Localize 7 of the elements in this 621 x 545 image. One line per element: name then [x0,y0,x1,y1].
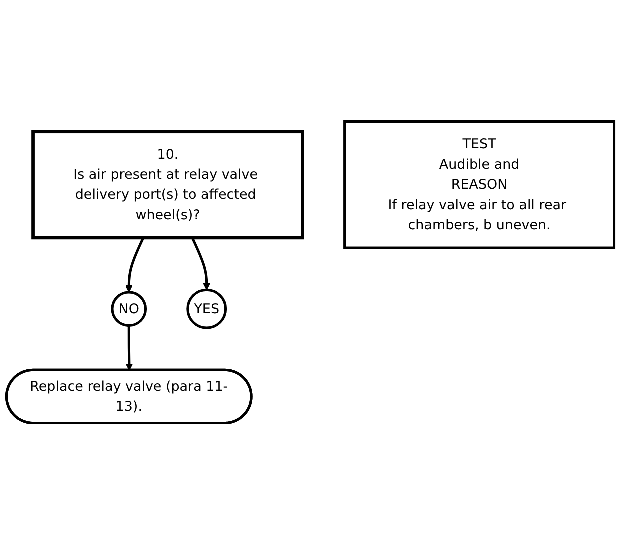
node-box: 10. Is air present at relay valve delivery port(s) to affected wheel(s)? [32,130,304,240]
arrow [125,237,145,293]
arrow [191,237,211,290]
node-box: TEST Audible and REASON If relay valve air to all rear chambers, b uneven. [344,120,616,250]
node-circle: NO [111,291,148,328]
arrow [126,326,134,371]
node-circle: YES [186,288,228,330]
